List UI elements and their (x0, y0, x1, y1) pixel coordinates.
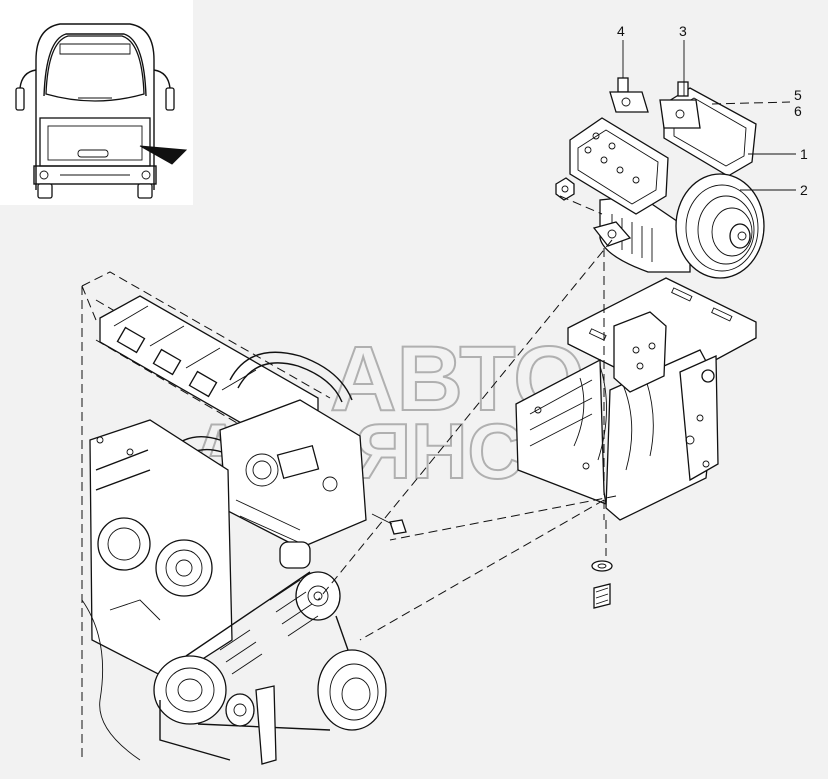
assembly-guide-lines (317, 195, 617, 641)
callout-leaders (622, 40, 796, 191)
callout-5: 5 (794, 87, 802, 103)
callout-3: 3 (679, 23, 687, 39)
bus-front-inset (0, 0, 193, 205)
callout-6: 6 (794, 103, 802, 119)
callout-4: 4 (617, 23, 625, 39)
callout-1: 1 (800, 146, 808, 162)
bolt-and-washer (591, 560, 613, 609)
ac-compressor (555, 77, 765, 279)
callout-labels: 4 3 5 6 1 2 (617, 23, 808, 198)
callout-2: 2 (800, 182, 808, 198)
engine-block (81, 271, 407, 765)
compressor-bracket (515, 277, 757, 521)
